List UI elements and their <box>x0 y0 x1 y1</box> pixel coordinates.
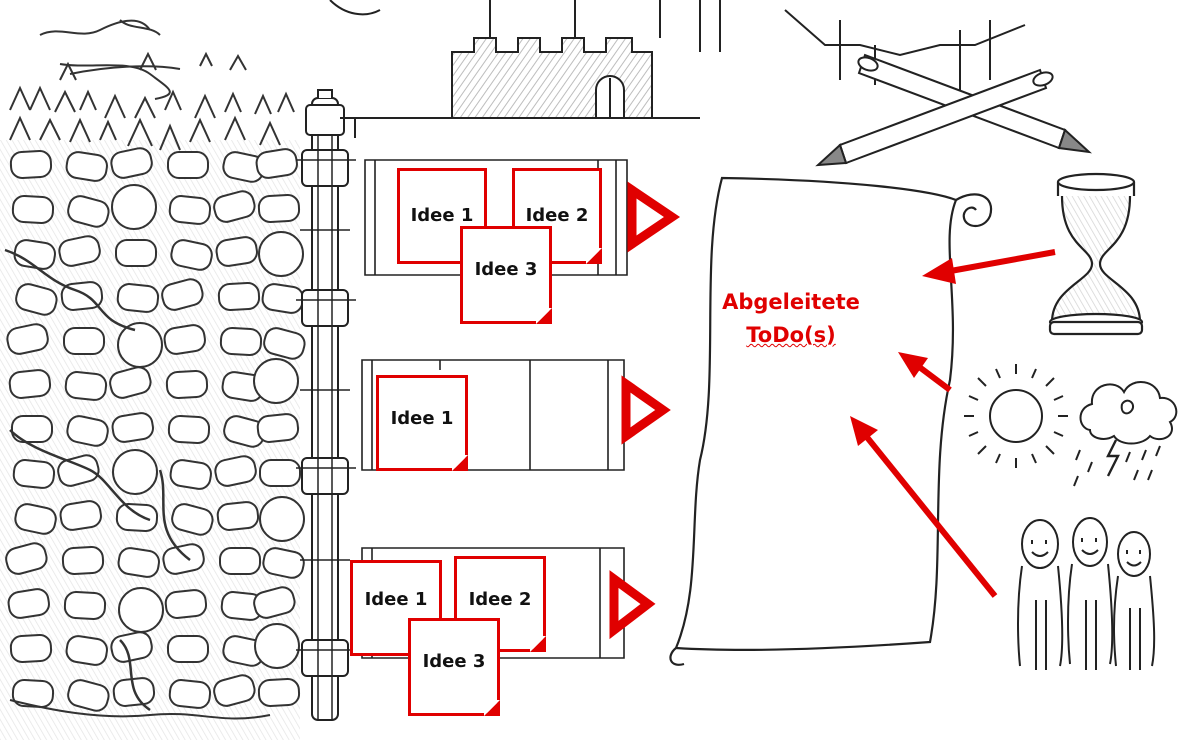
idea-note-label: Idee 2 <box>515 205 599 226</box>
cobblestone <box>12 679 53 707</box>
cobblestone <box>166 370 207 398</box>
derived-todos-label: Abgeleitete ToDo(s) <box>706 286 876 352</box>
cobblestone <box>255 624 299 668</box>
cobblestone <box>10 634 51 662</box>
cobblestone <box>258 678 299 706</box>
cobblestone <box>10 150 51 178</box>
cobblestone <box>220 327 261 355</box>
castle-illustration <box>330 0 720 138</box>
cobblestone <box>169 195 211 225</box>
cobblestone <box>169 679 211 709</box>
cobblestone <box>65 371 107 401</box>
cobblestone <box>168 636 208 662</box>
cobblestone-field-illustration <box>0 20 307 740</box>
idea-note-label: Idee 1 <box>379 408 465 429</box>
cobblestone <box>116 240 156 266</box>
people-icon <box>1018 518 1154 670</box>
idea-note-label: Idee 3 <box>411 651 497 672</box>
cobblestone <box>168 415 209 443</box>
cobblestone <box>258 194 299 222</box>
cobblestone <box>112 185 156 229</box>
cobblestone <box>64 328 104 354</box>
hourglass-icon <box>1050 174 1142 334</box>
derived-todos-line1: Abgeleitete <box>722 290 860 314</box>
cobblestone <box>113 450 157 494</box>
cobblestone <box>118 323 162 367</box>
idea-note: Idee 3 <box>408 618 500 716</box>
cobblestone <box>218 282 259 310</box>
row2-pointer-icon <box>626 384 663 436</box>
cobblestone <box>12 195 53 223</box>
cobblestone <box>259 232 303 276</box>
row1-pointer-icon <box>632 190 672 244</box>
cobblestone <box>220 548 260 574</box>
cobblestone <box>119 588 163 632</box>
crossed-pencils-icon <box>785 10 1089 165</box>
cobblestone <box>254 359 298 403</box>
cobblestone <box>13 459 55 489</box>
idea-note-label: Idee 1 <box>400 205 484 226</box>
cobblestone <box>260 460 300 486</box>
cobblestone <box>9 369 51 399</box>
cobblestone <box>62 546 103 574</box>
flow-arrows <box>614 190 672 630</box>
derived-todos-line2: ToDo(s) <box>706 319 876 352</box>
idea-note-label: Idee 3 <box>463 259 549 280</box>
cobblestone <box>260 497 304 541</box>
idea-note-label: Idee 1 <box>353 589 439 610</box>
storm-cloud-icon <box>1074 382 1176 486</box>
cobblestone <box>64 591 105 619</box>
scroll-icon <box>670 178 991 665</box>
cobblestone <box>257 413 299 443</box>
sun-icon <box>964 364 1068 468</box>
cobblestone <box>116 503 157 531</box>
cobblestone <box>165 589 207 619</box>
idea-note: Idee 1 <box>376 375 468 471</box>
mountains-icon <box>10 20 294 150</box>
idea-note-label: Idee 2 <box>457 589 543 610</box>
cobblestone <box>168 152 208 178</box>
cobblestone <box>217 501 259 531</box>
row3-pointer-icon <box>614 579 648 630</box>
rope-pole-illustration <box>296 90 356 720</box>
idea-note: Idee 3 <box>460 226 552 324</box>
cobblestone <box>117 283 159 313</box>
